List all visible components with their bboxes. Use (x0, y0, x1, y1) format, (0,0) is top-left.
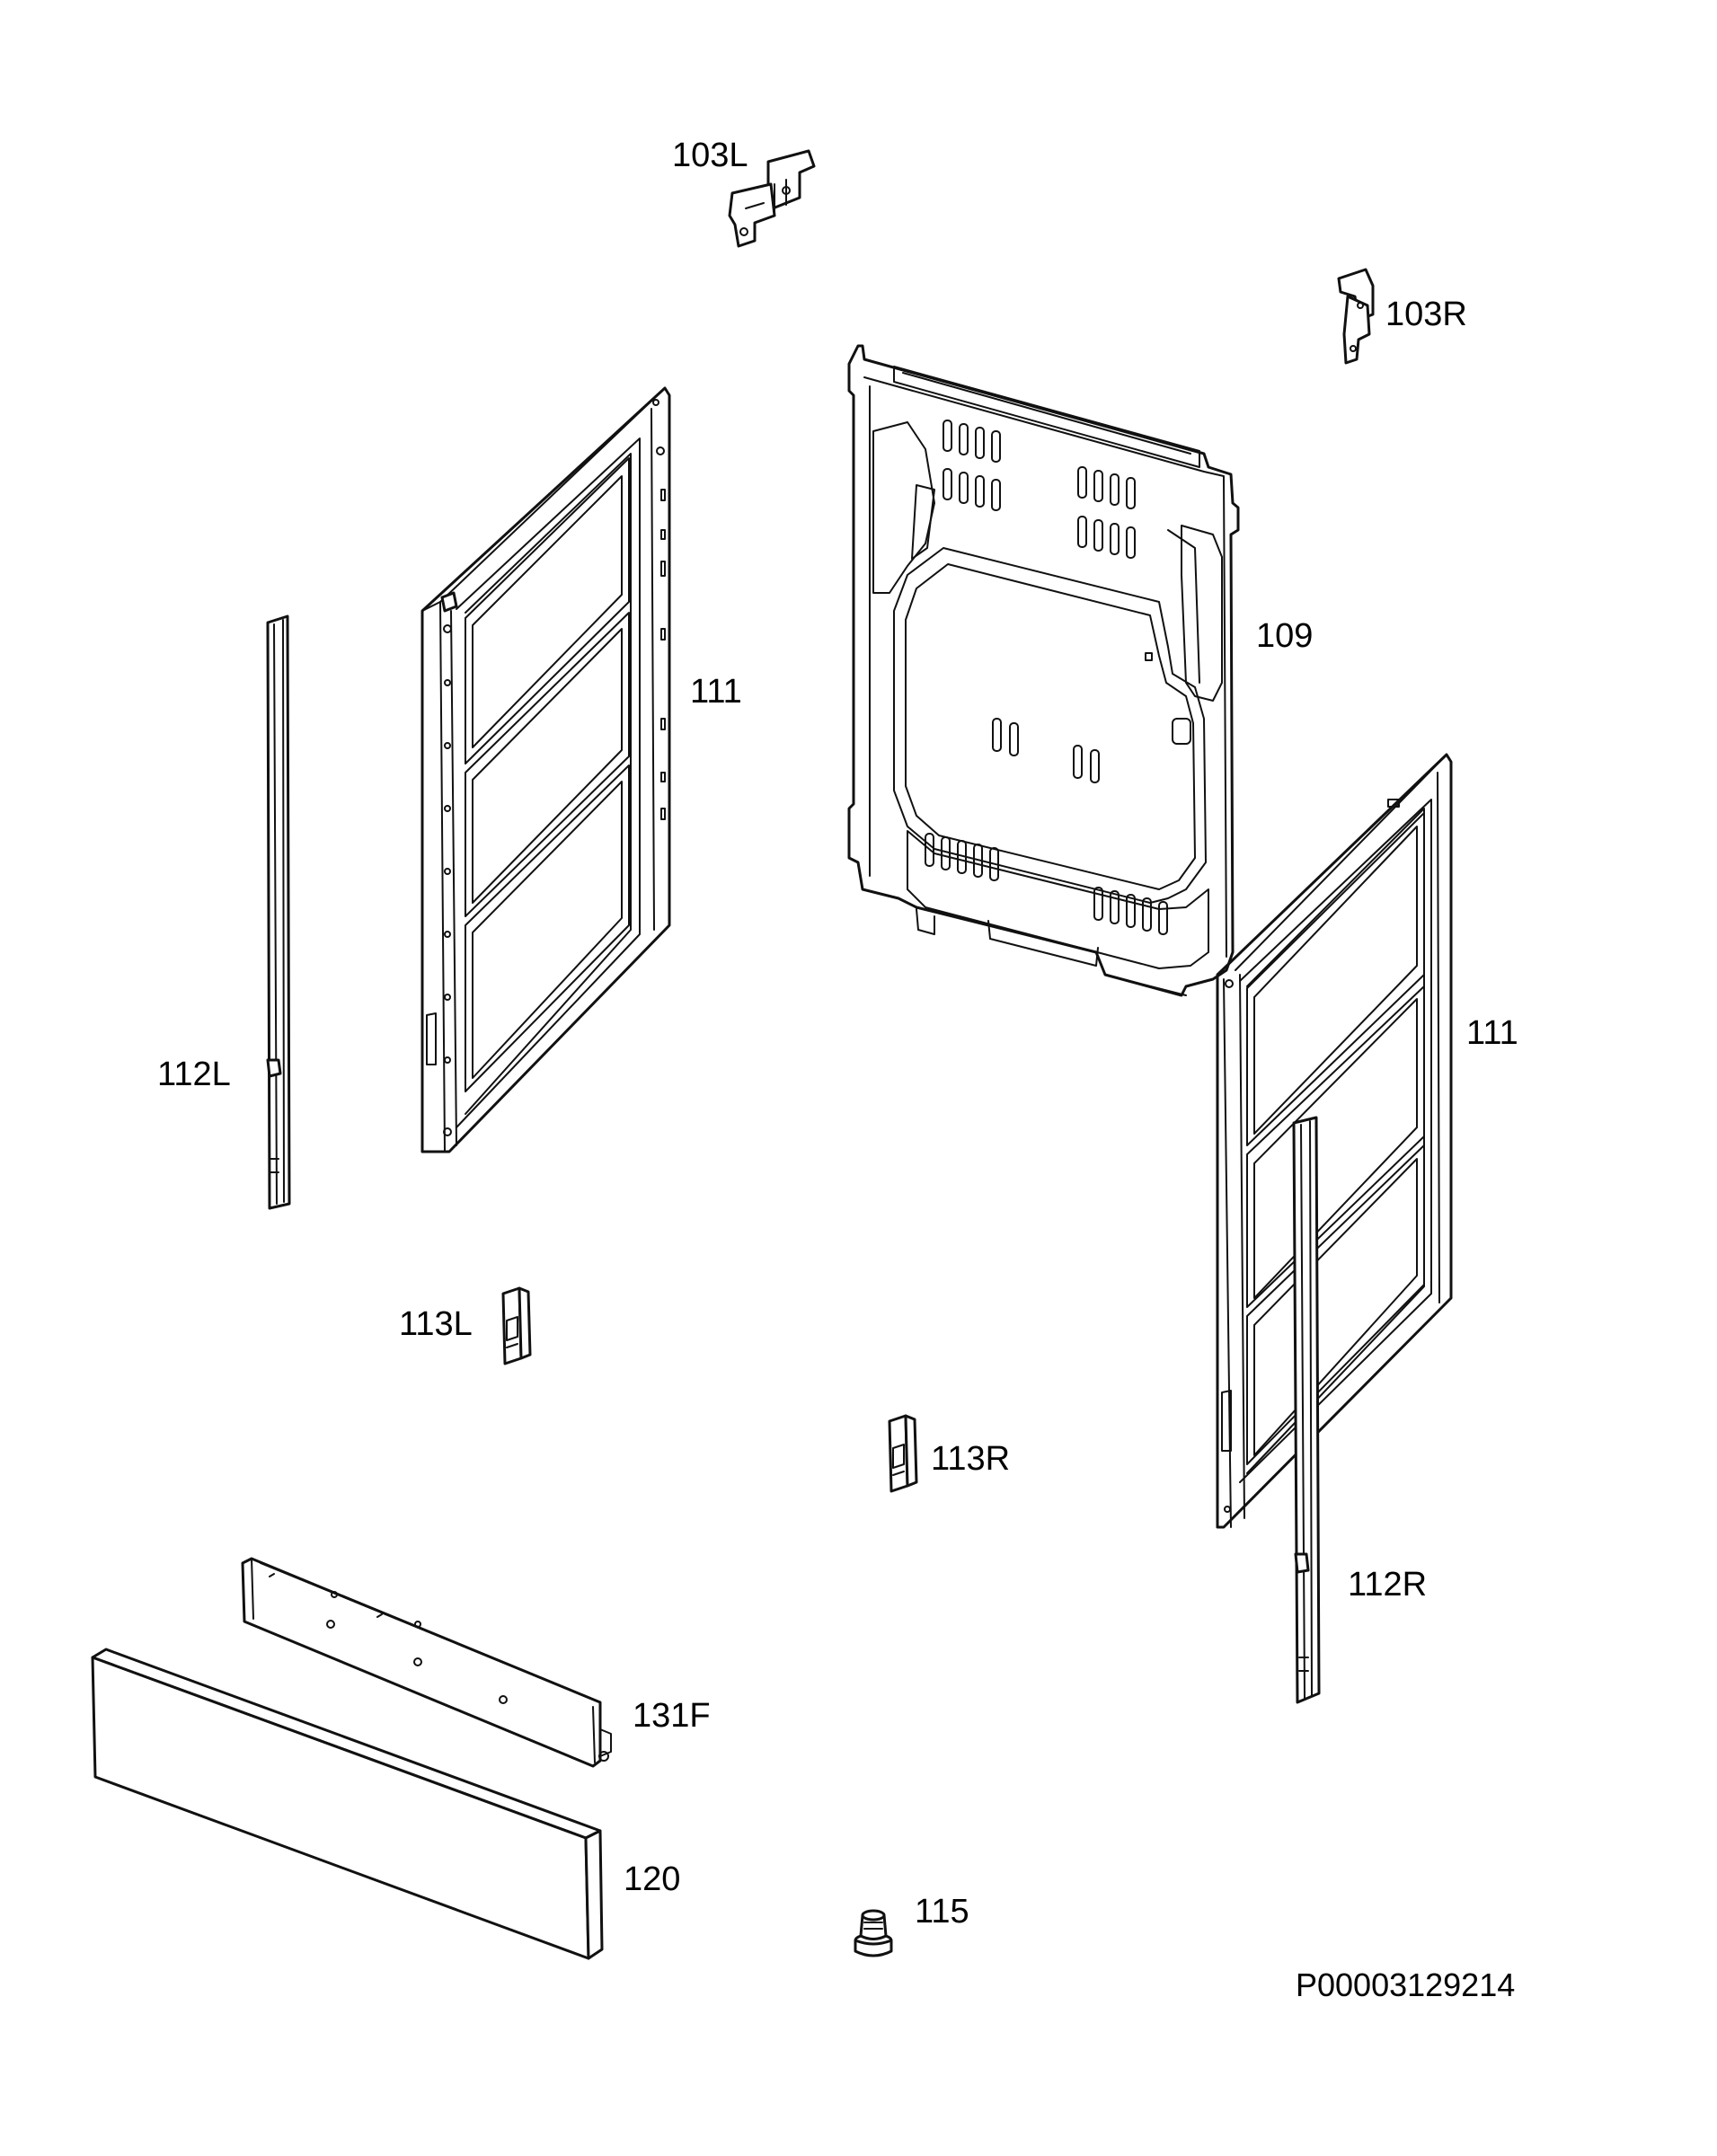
part-113L-hinge[interactable] (501, 1286, 532, 1365)
label-115: 115 (915, 1893, 969, 1931)
label-111-right: 111 (1466, 1014, 1518, 1052)
label-112L: 112L (157, 1056, 231, 1093)
label-113L: 113L (399, 1305, 473, 1343)
part-111-left-side-panel[interactable] (420, 386, 671, 1153)
part-120-front-panel[interactable] (91, 1648, 604, 1960)
label-112R: 112R (1348, 1566, 1427, 1604)
part-112L-strip[interactable] (266, 614, 291, 1210)
part-115-foot[interactable] (854, 1909, 893, 1957)
label-131F: 131F (633, 1697, 711, 1735)
diagram-code: P00003129214 (1296, 1966, 1515, 2003)
label-109: 109 (1256, 617, 1313, 655)
part-103L-bracket[interactable] (728, 149, 816, 248)
part-112R-strip[interactable] (1292, 1116, 1321, 1704)
label-111-left: 111 (690, 673, 742, 711)
part-111-right-side-panel[interactable] (1216, 753, 1453, 1529)
part-131F-rail[interactable] (241, 1557, 612, 1768)
label-113R: 113R (931, 1440, 1010, 1478)
label-120: 120 (624, 1860, 680, 1898)
part-109-back-panel[interactable] (847, 344, 1240, 997)
label-103L: 103L (672, 137, 748, 174)
part-103R-bracket[interactable] (1337, 268, 1375, 365)
part-113R-hinge[interactable] (888, 1414, 918, 1493)
label-103R: 103R (1385, 296, 1467, 333)
